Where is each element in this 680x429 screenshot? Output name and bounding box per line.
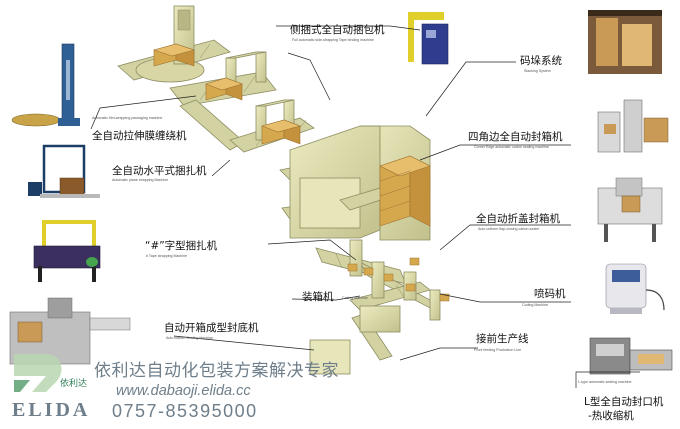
auto-strapper-image bbox=[33, 220, 101, 282]
watermark-logo-text: 依利达 bbox=[60, 379, 88, 389]
small-boxes bbox=[347, 257, 450, 302]
label-horizontal-strapping: 全自动水平式捆扎机 bbox=[112, 165, 207, 177]
label-case-packer: 装箱机 bbox=[302, 291, 334, 303]
stretch-wrapper-image bbox=[11, 43, 80, 127]
palletizing-system-image bbox=[588, 10, 662, 74]
horizontal-strapper-image bbox=[28, 144, 100, 198]
watermark-phone: 0757-85395000 bbox=[112, 401, 258, 421]
sublabel-four-corner-sealer: Corner Edge automatic carton sealing mac… bbox=[474, 145, 549, 149]
label-stretch-wrapping: 全自动拉伸膜缠绕机 bbox=[92, 130, 187, 142]
sublabel-inkjet-printer: Coding Machine bbox=[522, 303, 548, 307]
label-l-sealer-line2: -热收缩机 bbox=[588, 410, 634, 422]
label-hash-strapping: “#”字型捆扎机 bbox=[145, 240, 218, 252]
pallet-stack bbox=[379, 155, 431, 227]
leader-lines bbox=[90, 25, 640, 388]
sublabel-side-strapping: Full automatic side-strapping Tape bindi… bbox=[292, 38, 374, 42]
sublabel-hash-strapping: # Tape strapping Machine bbox=[146, 254, 188, 258]
label-inkjet-printer: 喷码机 bbox=[534, 288, 566, 300]
sublabel-coding-system: Stacking System bbox=[524, 69, 551, 73]
label-l-sealer-line1: L型全自动封口机 bbox=[584, 396, 664, 408]
label-coding-system: 码垛系统 bbox=[520, 55, 562, 67]
sublabel-flap-sealer: Auto uniform flap-closing carton sealer bbox=[478, 227, 540, 231]
label-side-strapping: 侧捆式全自动捆包机 bbox=[290, 24, 385, 36]
label-flap-sealer: 全自动折盖封箱机 bbox=[476, 213, 560, 225]
watermark-url: www.dabaoji.elida.cc bbox=[116, 383, 251, 399]
sublabel-case-erector: Auto bottom Sealing Machine bbox=[166, 336, 213, 340]
box-2 bbox=[261, 119, 301, 145]
side-strapper-image bbox=[408, 12, 449, 65]
sublabel-stretch-wrapping: Automatic film-wrapping packaging machin… bbox=[92, 116, 163, 120]
label-case-erector: 自动开箱成型封底机 bbox=[164, 322, 259, 334]
sublabel-production-line: Front feeding Production Line bbox=[474, 348, 522, 352]
label-production-line: 接前生产线 bbox=[476, 333, 529, 345]
stretch-wrap-station bbox=[135, 5, 205, 83]
flap-sealer-image bbox=[597, 177, 663, 242]
sublabel-horizontal-strapping: Automatic plane strapping Machine bbox=[112, 178, 169, 182]
four-corner-sealer-image bbox=[597, 99, 669, 153]
box-1 bbox=[205, 77, 243, 101]
strapping-arch-2 bbox=[255, 99, 295, 141]
l-sealer-image bbox=[589, 337, 673, 375]
elida-logo bbox=[14, 354, 62, 392]
label-four-corner-sealer: 四角边全自动封箱机 bbox=[468, 131, 563, 143]
sublabel-case-packer: Casing Machine bbox=[342, 296, 368, 300]
watermark-company: 依利达自动化包装方案解决专家 bbox=[94, 361, 339, 381]
inkjet-printer-image bbox=[605, 263, 665, 314]
sublabel-l-sealer: L-type automatic sealing machine bbox=[578, 380, 632, 384]
watermark-brand: ELIDA bbox=[12, 399, 91, 421]
